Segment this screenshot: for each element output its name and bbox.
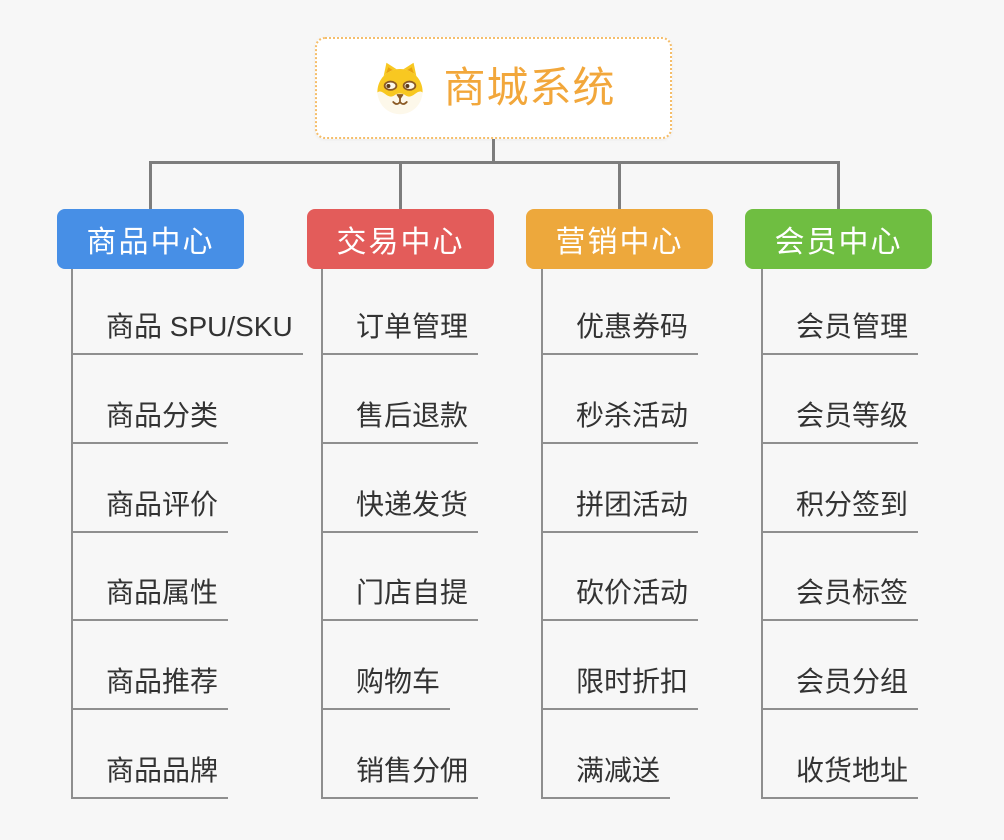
root-title: 商城系统	[443, 64, 616, 111]
connector-root-stub	[492, 139, 495, 163]
branch-spine	[321, 269, 323, 799]
root-node[interactable]: 商城系统	[315, 37, 672, 139]
branch-item[interactable]: 会员等级	[762, 398, 919, 444]
branch-item[interactable]: 订单管理	[322, 309, 479, 355]
branch-item[interactable]: 秒杀活动	[542, 398, 699, 444]
connector-drop-goods	[149, 161, 152, 210]
branch-header-member[interactable]: 会员中心	[745, 209, 932, 269]
branch-item[interactable]: 门店自提	[322, 575, 479, 621]
branch-item[interactable]: 商品品牌	[72, 753, 229, 799]
branch-spine	[761, 269, 763, 799]
branch-item[interactable]: 商品评价	[72, 487, 229, 533]
branch-item[interactable]: 会员分组	[762, 664, 919, 710]
branch-item[interactable]: 商品 SPU/SKU	[72, 309, 303, 355]
branch-spine	[541, 269, 543, 799]
connector-drop-trade	[399, 161, 402, 210]
branch-item[interactable]: 商品属性	[72, 575, 229, 621]
branch-header-marketing[interactable]: 营销中心	[526, 209, 713, 269]
branch-spine	[71, 269, 73, 799]
branch-item[interactable]: 会员标签	[762, 575, 919, 621]
branch-item[interactable]: 拼团活动	[542, 487, 699, 533]
branch-item[interactable]: 积分签到	[762, 487, 919, 533]
branch-item[interactable]: 优惠券码	[542, 309, 699, 355]
branch-item[interactable]: 商品推荐	[72, 664, 229, 710]
branch-header-goods[interactable]: 商品中心	[57, 209, 244, 269]
branch-item[interactable]: 售后退款	[322, 398, 479, 444]
branch-item[interactable]: 收货地址	[762, 753, 919, 799]
shiba-dog-icon	[377, 62, 424, 115]
branch-item[interactable]: 满减送	[542, 753, 671, 799]
branch-item[interactable]: 商品分类	[72, 398, 229, 444]
branch-item[interactable]: 快递发货	[322, 487, 479, 533]
branch-item[interactable]: 销售分佣	[322, 753, 479, 799]
connector-drop-member	[837, 161, 840, 210]
branch-item[interactable]: 购物车	[322, 664, 451, 710]
branch-item[interactable]: 砍价活动	[542, 575, 699, 621]
branch-header-trade[interactable]: 交易中心	[307, 209, 494, 269]
branch-item[interactable]: 限时折扣	[542, 664, 699, 710]
connector-horizontal-bus	[150, 161, 839, 164]
branch-item[interactable]: 会员管理	[762, 309, 919, 355]
connector-drop-marketing	[618, 161, 621, 210]
